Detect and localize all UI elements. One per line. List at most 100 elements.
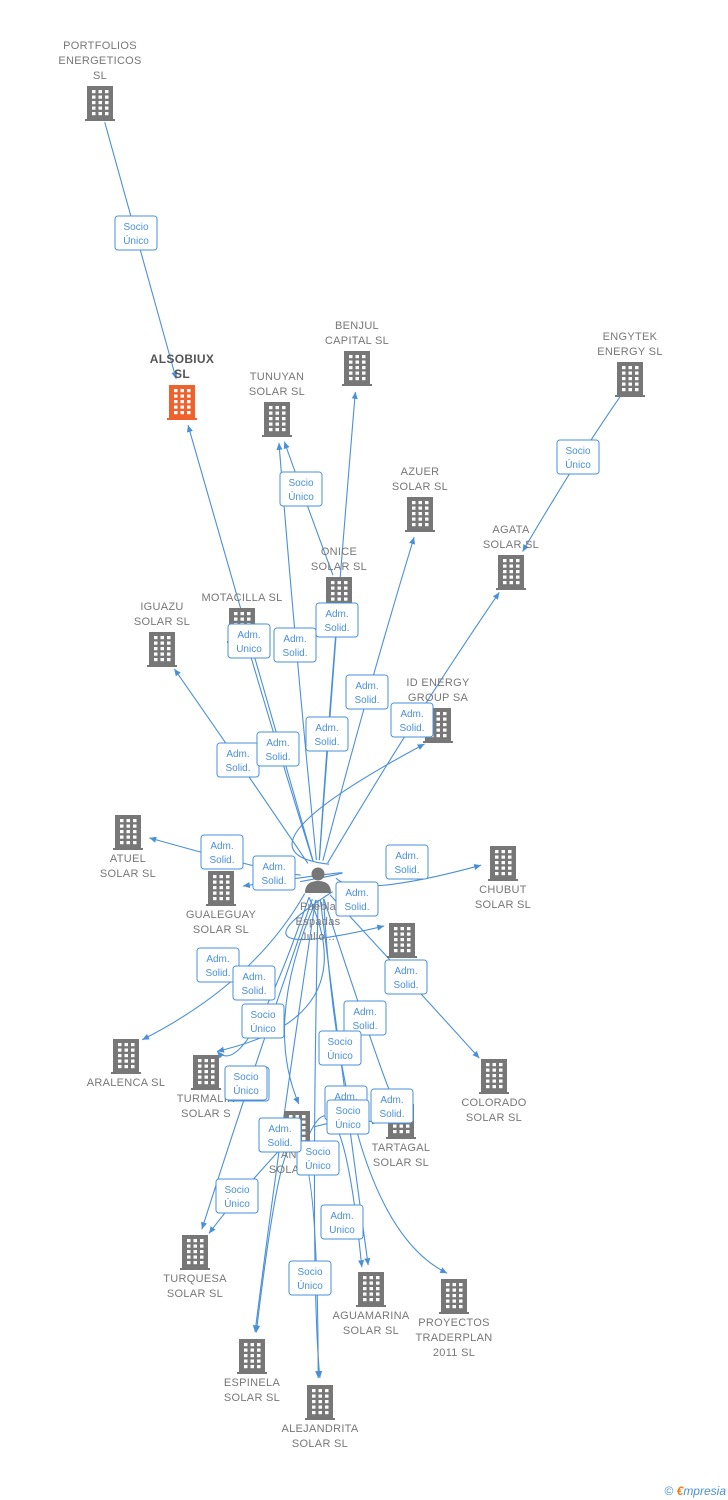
building-window [436,723,440,727]
edge-label-person-so_unnamed[interactable]: Adm.Solid. [196,947,240,983]
building-window [425,517,429,521]
building-window [362,360,366,364]
building-window [180,389,184,393]
building-window [508,872,512,876]
building-window [250,1359,254,1363]
node-aralenca[interactable]: ARALENCA SL [87,1039,166,1089]
edge-label-person-azuer[interactable]: Adm.Solid. [345,674,389,710]
building-window [376,1292,380,1296]
building-base [423,741,453,743]
copyright-symbol: © [664,1484,674,1498]
edge-label-person-benjul[interactable]: Adm.Solid. [305,716,349,752]
building-window [219,875,223,879]
edge-label-text: Único [288,490,314,503]
building-window [443,717,447,721]
edge-label-box [326,1099,370,1135]
edge-label-person-idenergy[interactable]: Adm.Solid. [200,834,244,870]
node-label-agata: SOLAR SL [483,539,539,551]
node-person[interactable]: PueblaEspadasJulio... [296,867,341,944]
edge-label-box [315,602,359,638]
node-label-portfolios: PORTFOLIOS [63,40,137,52]
node-label-proyectos: TRADERPLAN [416,1332,493,1344]
edge-label-person-tunuyan[interactable]: Adm.Solid. [273,627,317,663]
edge-person-proyectos [323,898,448,1274]
building-window [318,1394,322,1398]
building-window [193,1244,197,1248]
building-window [443,723,447,727]
building-window [376,1281,380,1285]
edge-label-person-colorado[interactable]: Adm.Solid. [384,959,428,995]
building-window [407,943,411,947]
building-window [98,95,102,99]
edge-label-person-agata[interactable]: Adm.Solid. [390,702,434,738]
building-window [131,1043,135,1047]
building-window [269,428,273,432]
edge-label-person-iguazu[interactable]: Adm.Solid. [216,742,260,778]
building-window [622,377,626,381]
building-window [486,1079,490,1083]
edge-label-box [227,623,271,659]
building-window [407,938,411,942]
edge-label-text: Adm. [355,681,378,692]
edge-label-person-aralenca[interactable]: Adm.Solid. [232,965,276,1001]
building-window [446,1294,450,1298]
building-window [400,949,404,953]
brand-logo[interactable]: €mpresia [676,1484,726,1498]
edge-label-person-atuel[interactable]: Adm.Solid. [252,855,296,891]
building-window [131,1059,135,1063]
edge-label-text: Solid. [209,855,234,866]
edge-label-person-proyectos[interactable]: Adm.Unico [320,1204,364,1240]
building-window [503,559,507,563]
edge-label-person-tartagal[interactable]: Adm.Solid. [370,1088,414,1124]
edge-label-andr-espinela[interactable]: Adm.Solid. [258,1117,302,1153]
node-label-benjul: BENJUL [335,320,379,332]
edge-label-text: Solid. [344,902,369,913]
edge-label-person-motacilla[interactable]: Adm.Solid. [256,731,300,767]
building-window [635,382,639,386]
building-window [282,428,286,432]
building-window [234,612,238,616]
edge-label-person-alsobiux[interactable]: Adm.Unico [227,623,271,659]
edge-label-text: Adm. [400,709,423,720]
edge-person-so_unnamed [285,891,385,941]
building-window [418,517,422,521]
building-window [124,1065,128,1069]
node-label-tunuyan: SOLAR SL [249,386,305,398]
node-label-chubut: SOLAR SL [475,899,531,911]
edge-label-person-chubut[interactable]: Adm.Solid. [335,881,379,917]
building-window [344,586,348,590]
edge-label-person-gualeguay[interactable]: Adm.Solid. [385,844,429,880]
edge-label-person-onice[interactable]: Adm.Solid. [315,602,359,638]
building-window [193,1250,197,1254]
edge-label-person-turmalina[interactable]: Adm.Solid. [343,1000,387,1036]
